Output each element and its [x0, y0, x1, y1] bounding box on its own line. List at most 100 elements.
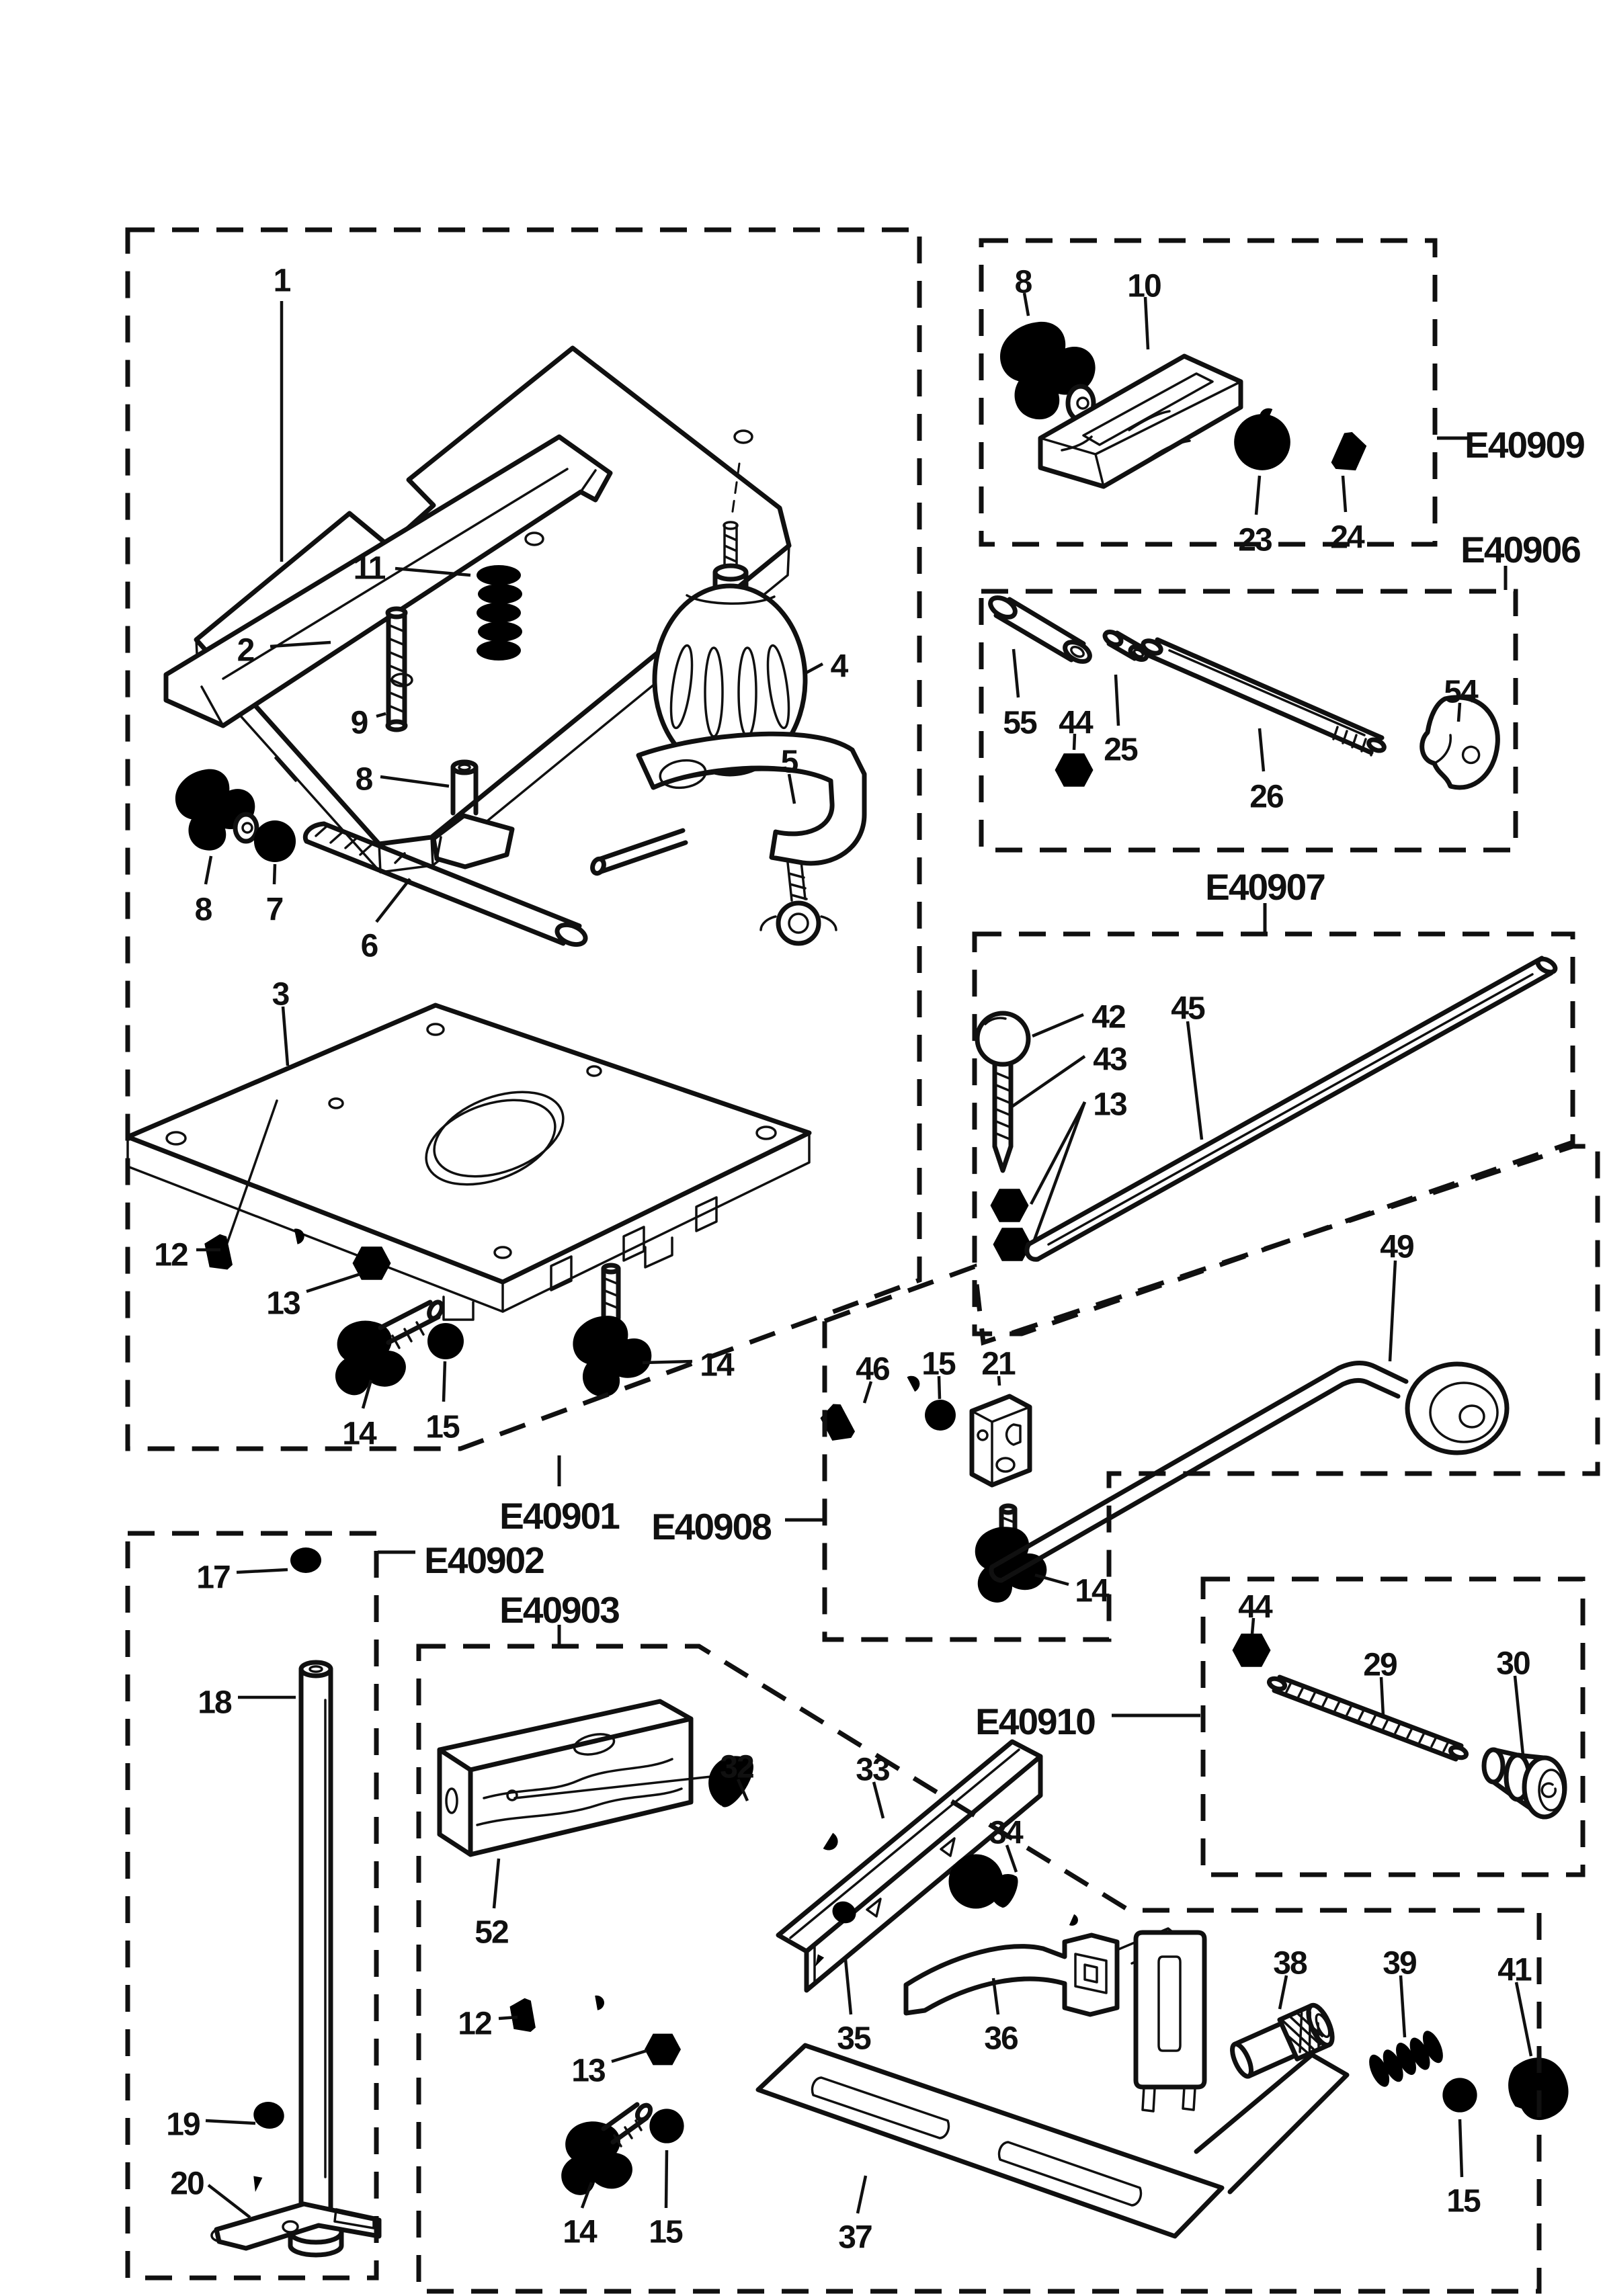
group-label-e40909: E40909: [1465, 424, 1584, 466]
part-leader-14-32: [1034, 1573, 1069, 1586]
part-leader-8-16: [1022, 292, 1030, 316]
part-49-guide-arm: [989, 1361, 1510, 1583]
part-15-washer-e40903: [649, 2109, 684, 2143]
part-label-20-40: 20: [170, 2166, 204, 2202]
part-29-threaded-rod: [1266, 1674, 1469, 1762]
part-3-base-plate: [125, 1003, 812, 1321]
group-box-e40901: [125, 227, 922, 1451]
group-label-e40908: E40908: [651, 1506, 771, 1547]
part-label-13-48: 13: [571, 2053, 605, 2089]
part-label-12-47: 12: [458, 2006, 491, 2042]
part-leader-52-41: [492, 1858, 501, 1909]
part-12-hex-bolt-e40903: [509, 1984, 608, 2035]
part-leader-7-8: [272, 863, 277, 885]
part-label-44-34: 44: [1238, 1590, 1273, 1625]
part-leader-14-15: [642, 1359, 693, 1365]
group-label-e40907: E40907: [1205, 866, 1325, 908]
part-leader-44-34: [1250, 1617, 1256, 1635]
part-label-39-53: 39: [1383, 1946, 1416, 1982]
group-box-e40907: [972, 931, 1575, 1336]
part-leader-46-29: [862, 1381, 873, 1404]
part-label-15-50: 15: [649, 2215, 683, 2250]
part-14-wing-knob-screw-left: [325, 1300, 444, 1406]
part-leader-29-35: [1379, 1676, 1385, 1717]
part-15-washer-right: [1442, 2078, 1477, 2113]
part-label-2-2: 2: [237, 633, 254, 669]
group-box-e40908: [822, 1144, 1600, 1642]
part-6-adjust-rod: [302, 821, 588, 947]
group-label-e40902: E40902: [424, 1539, 544, 1581]
part-43-screw-shank: [992, 1062, 1014, 1173]
part-label-25-22: 25: [1104, 732, 1138, 768]
part-label-41-54: 41: [1497, 1953, 1532, 1988]
part-label-3-10: 3: [272, 977, 289, 1013]
group-label-e40906: E40906: [1460, 529, 1580, 570]
group-label-e40910: E40910: [975, 1701, 1095, 1742]
part-label-34-44: 34: [989, 1816, 1024, 1851]
part-leader-8-5: [380, 775, 450, 788]
part-18-column-rod: [288, 1660, 344, 2258]
part-leader-41-54: [1514, 1982, 1533, 2057]
part-54-knob: [1419, 695, 1500, 790]
part-leader-13-12: [306, 1272, 361, 1293]
part-30-stop-knob: [1481, 1747, 1567, 1820]
part-leader-9-3: [376, 712, 386, 718]
part-label-37-51: 37: [838, 2220, 872, 2256]
part-39-spring: [1364, 2027, 1448, 2091]
part-label-23-18: 23: [1238, 523, 1272, 558]
part-label-5-6: 5: [781, 745, 798, 780]
part-label-14-32: 14: [1075, 1574, 1110, 1609]
group-box-e40910: [1200, 1576, 1586, 1877]
part-label-19-39: 19: [166, 2107, 200, 2143]
group-box-e40906: [979, 589, 1518, 853]
part-label-52-41: 52: [475, 1915, 508, 1951]
part-label-15-30: 15: [921, 1347, 956, 1382]
part-leader-17-37: [236, 1568, 288, 1574]
part-label-8-5: 8: [356, 762, 373, 798]
part-label-30-36: 30: [1496, 1646, 1530, 1682]
part-20-fork-clip: [210, 2201, 382, 2251]
part-44-hex-nut-e40910: [1232, 1633, 1271, 1667]
part-leader-14-49: [580, 2182, 593, 2209]
part-leader-30-36: [1513, 1675, 1525, 1756]
part-leader-45-28: [1186, 1021, 1204, 1140]
part-label-45-28: 45: [1171, 991, 1205, 1027]
part-leader-3-10: [281, 1006, 290, 1066]
part-label-29-35: 29: [1363, 1648, 1397, 1683]
assembly-axis-knob4: [731, 462, 741, 517]
part-label-4-4: 4: [831, 649, 849, 685]
part-44-hex-nut-e40906: [1055, 753, 1094, 787]
part-34-carriage-bolt-washer: [948, 1854, 1085, 1939]
group-box-e40903: [416, 1644, 1542, 2294]
part-7-washer: [253, 820, 296, 863]
part-14-wing-knob-screw-e40903: [550, 2102, 653, 2209]
part-leader-38-52: [1278, 1975, 1288, 2010]
part-label-24-19: 24: [1330, 520, 1365, 556]
part-15-washer-left: [427, 1323, 464, 1359]
part-label-10-17: 10: [1127, 269, 1161, 304]
part-leader-35-45: [843, 1959, 853, 2015]
part-leader-19-39: [205, 2119, 256, 2125]
part-leader-42-25: [1032, 1013, 1084, 1038]
part-leader-49-33: [1388, 1260, 1397, 1362]
part-leader-44-21: [1072, 733, 1077, 751]
part-label-15-55: 15: [1446, 2184, 1481, 2219]
part-label-44-21: 44: [1059, 706, 1094, 741]
part-label-17-37: 17: [196, 1560, 230, 1596]
part-37-base-bracket: [755, 1930, 1350, 2239]
part-leader-37-51: [856, 2175, 868, 2214]
part-label-14-49: 14: [563, 2215, 598, 2250]
part-label-21-31: 21: [981, 1347, 1016, 1382]
part-52-fence-block: [437, 1699, 712, 1857]
part-leader-36-46: [991, 1978, 1000, 2015]
part-label-18-38: 18: [198, 1685, 232, 1721]
part-label-15-14: 15: [425, 1410, 460, 1445]
part-label-26-23: 26: [1249, 779, 1283, 815]
part-55-sleeve: [988, 595, 1092, 664]
part-8-wing-knob-left: [170, 761, 263, 856]
part-leader-2-2: [270, 640, 331, 648]
part-leader-55-20: [1012, 648, 1020, 698]
part-19-wood-screw: [240, 2099, 286, 2195]
part-leader-15-14: [442, 1361, 447, 1402]
group-box-e40902: [125, 1531, 379, 2281]
